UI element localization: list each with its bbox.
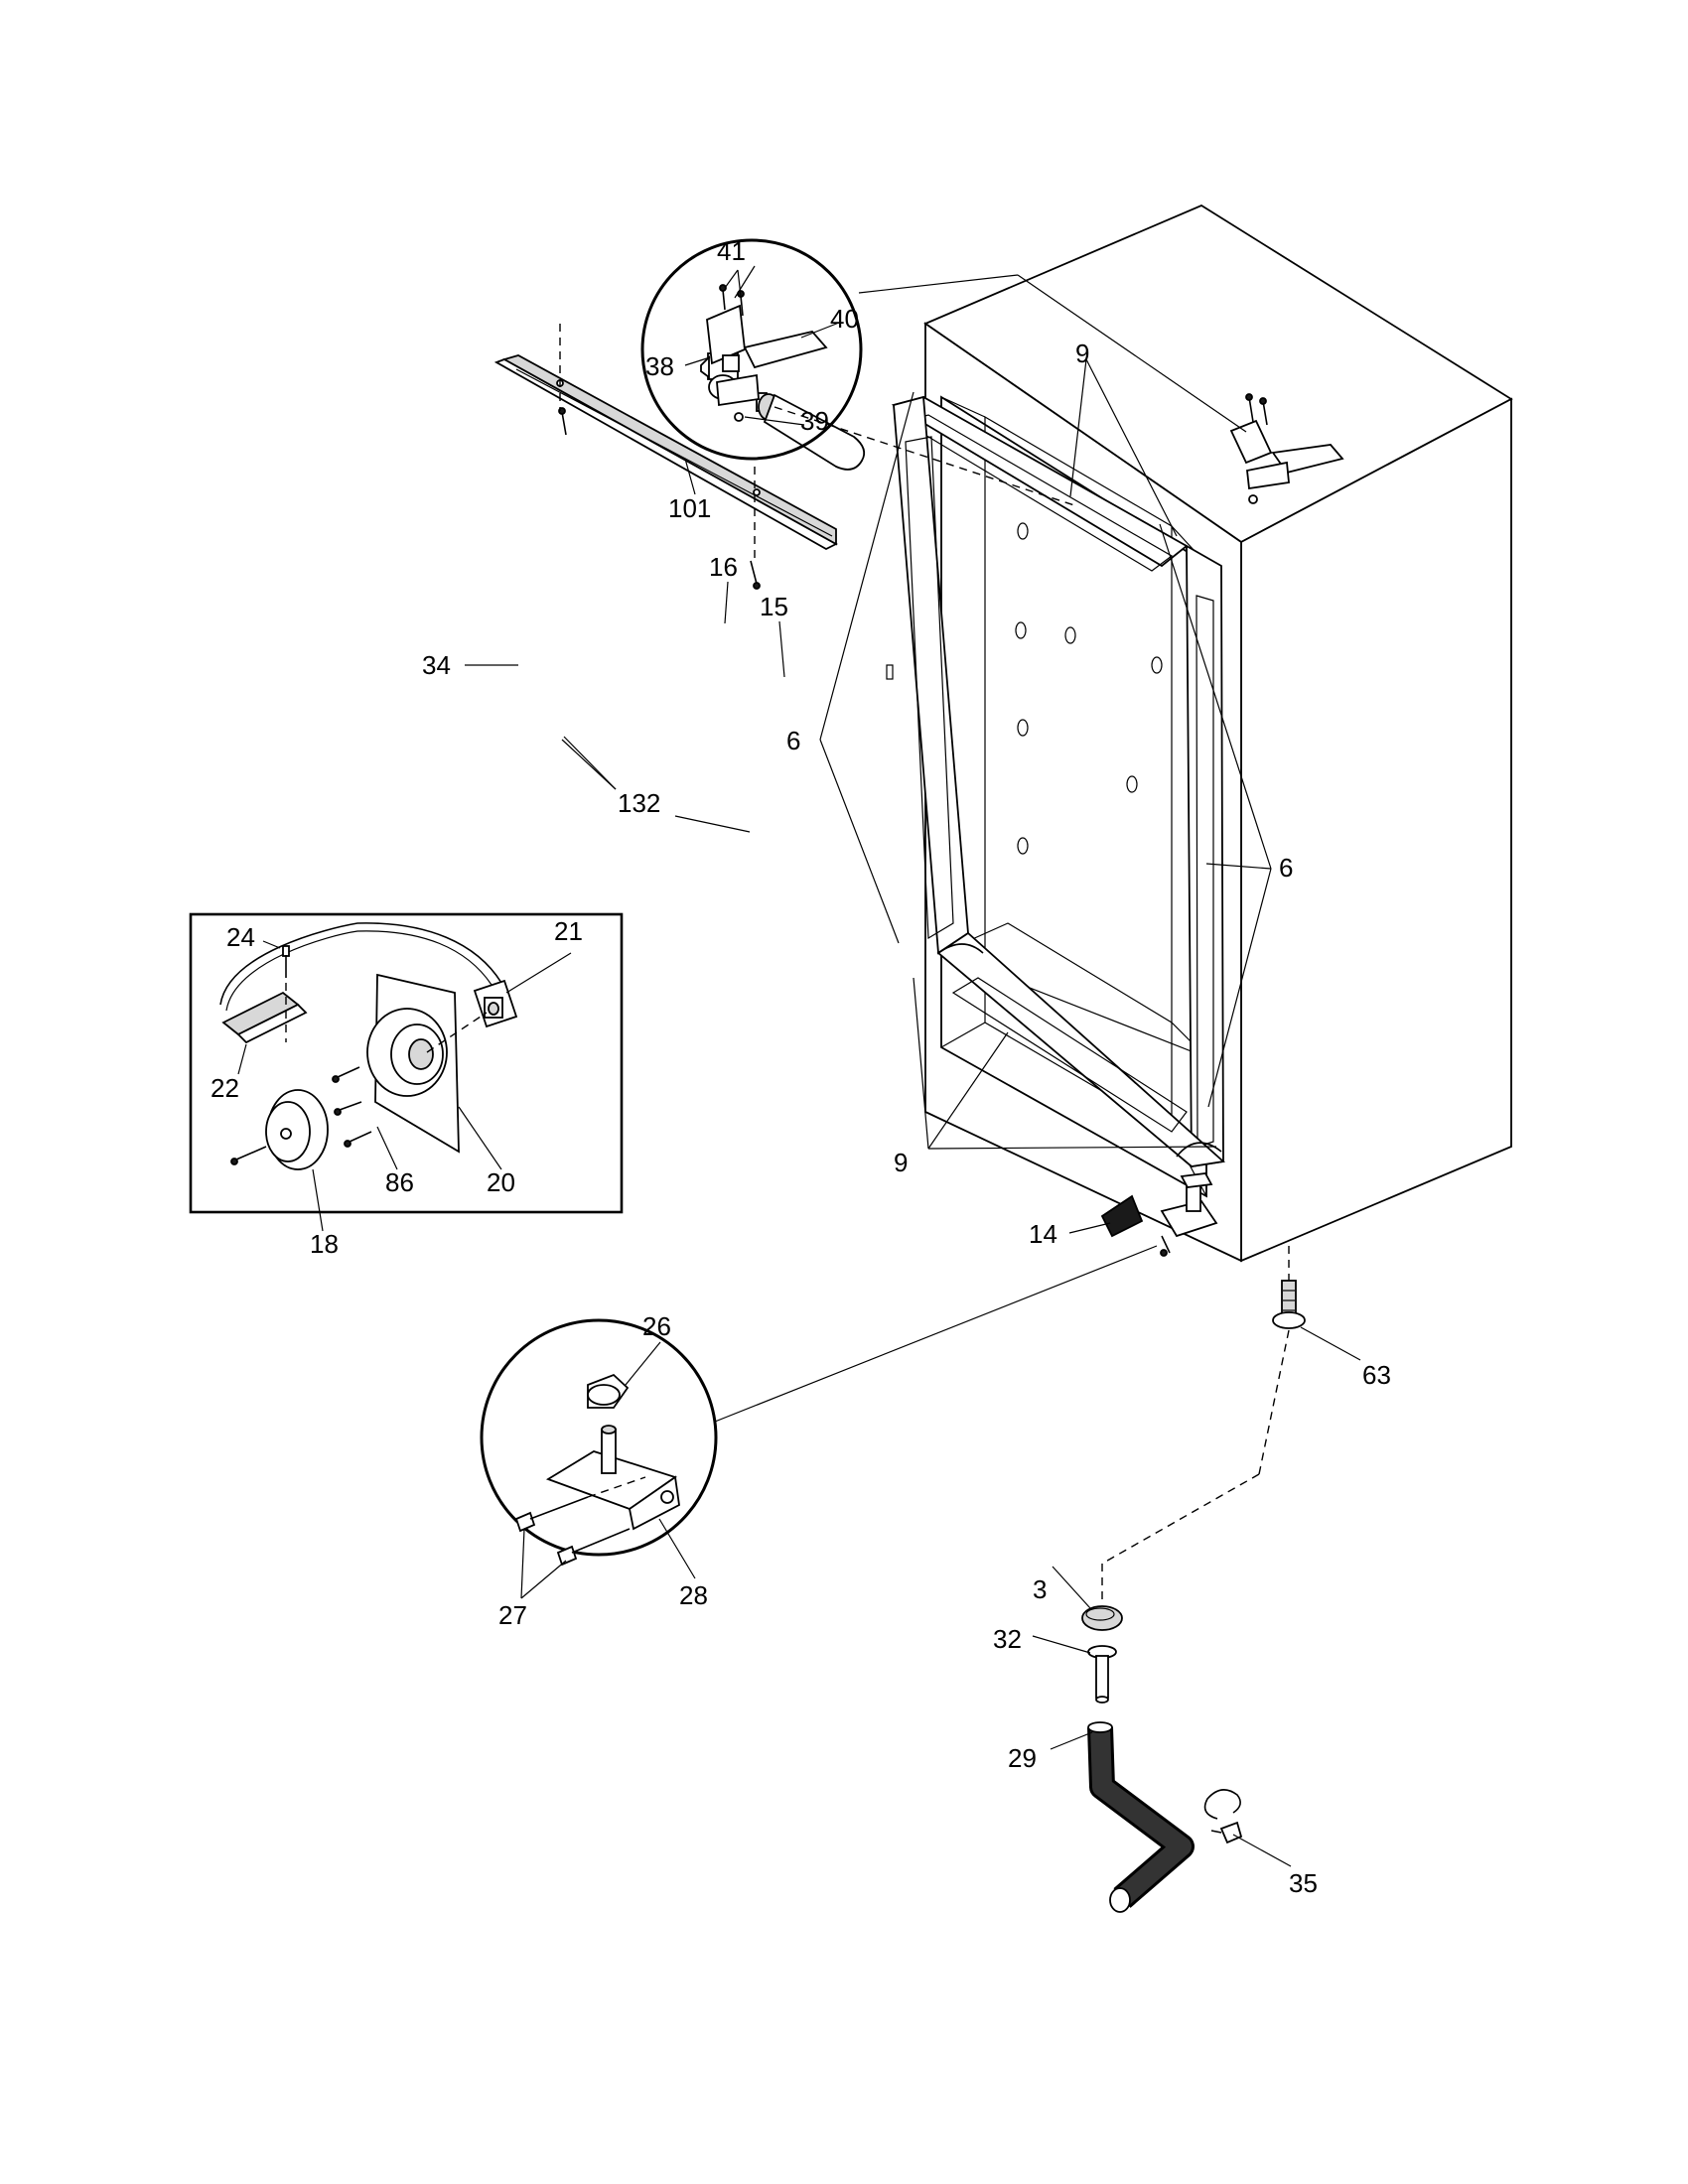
assembly-lines <box>559 324 1290 1600</box>
callout-132: 132 <box>618 788 660 818</box>
callout-29: 29 <box>1008 1743 1037 1773</box>
callout-labels: 41 40 38 39 101 9 16 15 34 6 132 6 24 21… <box>211 236 1391 1898</box>
callout-34: 34 <box>422 650 451 680</box>
callout-101: 101 <box>668 493 711 523</box>
callout-21: 21 <box>554 916 583 946</box>
callout-18: 18 <box>310 1229 339 1259</box>
callout-63: 63 <box>1362 1360 1391 1390</box>
callout-15: 15 <box>760 592 788 621</box>
top-hinge-detail-circle <box>640 238 863 461</box>
callout-16: 16 <box>709 552 738 582</box>
trim-strip <box>493 354 838 590</box>
callout-32: 32 <box>993 1624 1022 1654</box>
callout-22: 22 <box>211 1073 239 1103</box>
callout-28: 28 <box>679 1580 708 1610</box>
callout-9-top: 9 <box>1075 339 1089 368</box>
callout-14: 14 <box>1029 1219 1057 1249</box>
bottom-hinge-installed <box>1100 1172 1218 1257</box>
callout-39: 39 <box>800 406 829 436</box>
callout-38: 38 <box>645 351 674 381</box>
callout-86: 86 <box>385 1167 414 1197</box>
callout-20: 20 <box>487 1167 515 1197</box>
callout-35: 35 <box>1289 1868 1318 1898</box>
door-gasket <box>891 395 1226 1168</box>
callout-27: 27 <box>498 1600 527 1630</box>
callout-9-bottom: 9 <box>894 1148 908 1177</box>
top-hinge-installed <box>1229 393 1344 504</box>
heater-assembly-inset <box>189 912 624 1214</box>
callout-3: 3 <box>1033 1574 1047 1604</box>
callout-6-left: 6 <box>786 726 800 755</box>
drain-assembly <box>1081 1605 1243 1913</box>
leveling-leg <box>1272 1280 1306 1329</box>
leader-lines <box>237 269 1361 1867</box>
callout-6-right: 6 <box>1279 853 1293 883</box>
bottom-hinge-detail-circle <box>480 1318 718 1567</box>
callout-40: 40 <box>830 304 859 334</box>
callout-24: 24 <box>226 922 255 952</box>
callout-41: 41 <box>717 236 746 266</box>
callout-26: 26 <box>642 1311 671 1341</box>
